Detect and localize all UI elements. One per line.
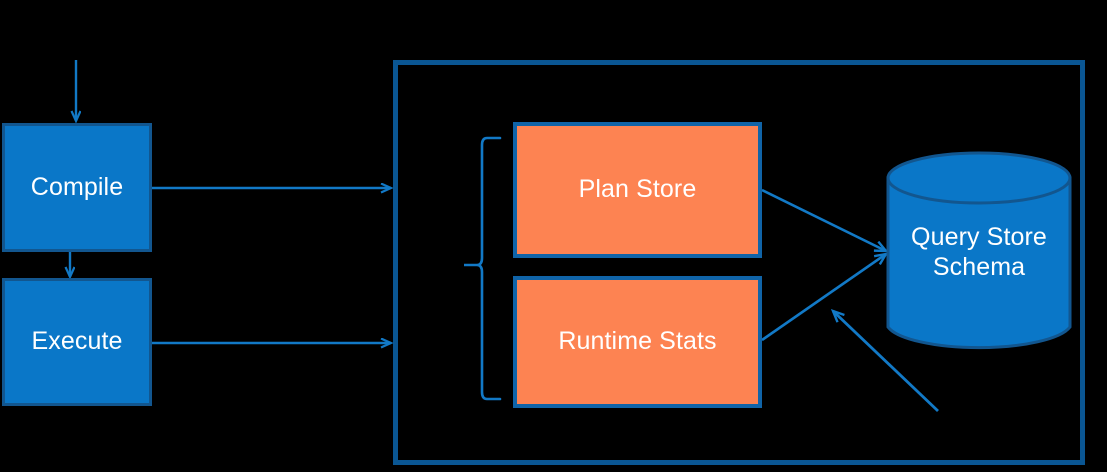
edge-runtime-stats-to-schema xyxy=(761,254,886,342)
node-compile[interactable] xyxy=(2,123,152,252)
edge-external-to-schema xyxy=(833,311,939,413)
cylinder-shape xyxy=(886,151,1072,350)
edge-plan-store-to-schema xyxy=(761,188,886,251)
query-store-container xyxy=(393,60,1085,465)
store-group-bracket xyxy=(464,136,502,401)
node-plan-store[interactable] xyxy=(513,122,762,258)
node-execute[interactable] xyxy=(2,278,152,406)
node-runtime-stats[interactable] xyxy=(513,276,762,408)
